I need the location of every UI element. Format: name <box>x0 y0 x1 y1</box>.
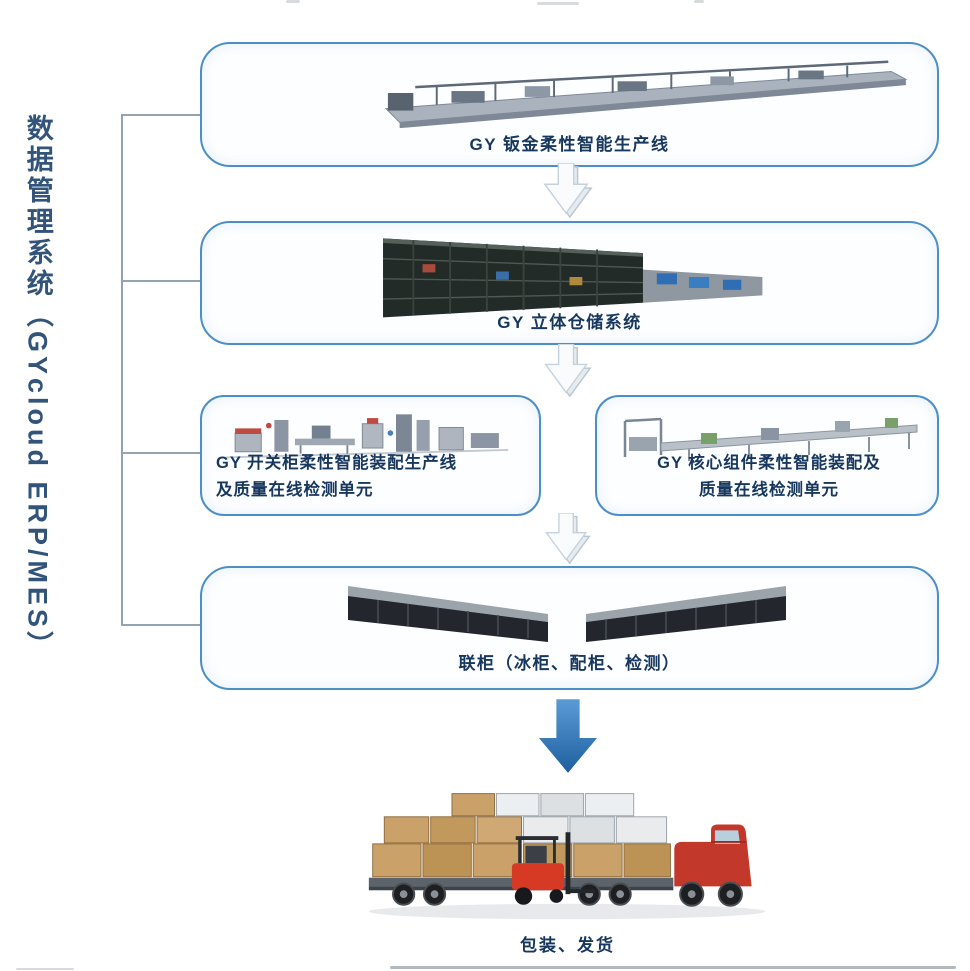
scan-artifact <box>390 966 956 969</box>
stage-label-core-line2: 质量在线检测单元 <box>699 481 839 499</box>
stage-label-cabinets: 联柜（冰柜、配柜、检测） <box>458 654 681 673</box>
stage-label-switchgear-line1: GY 开关柜柔性智能装配生产线 <box>216 454 458 472</box>
down-arrow-icon-3 <box>532 512 602 569</box>
connector-line-to-assembly <box>121 452 200 454</box>
connector-line-to-cabinets <box>121 624 200 626</box>
scan-artifact <box>694 0 704 3</box>
data-management-system-title: 数据管理系统（GYcloud ERP/MES） <box>22 114 53 663</box>
stage-label-switchgear: GY 开关柜柔性智能装配生产线 及质量在线检测单元 <box>216 450 529 504</box>
packing-shipping-truck-image <box>352 782 782 927</box>
stage-box-warehouse: GY 立体仓储系统 <box>200 221 939 345</box>
stage-label-switchgear-line2: 及质量在线检测单元 <box>216 481 374 499</box>
connector-line-to-sheet-metal <box>121 114 200 116</box>
core-components-line-image <box>623 417 918 461</box>
stage-label-warehouse: GY 立体仓储系统 <box>497 313 642 332</box>
connector-line-to-warehouse <box>121 280 200 282</box>
sheet-metal-line-image <box>384 60 908 129</box>
stage-box-sheet-metal-line: GY 钣金柔性智能生产线 <box>200 42 939 167</box>
scan-artifact <box>537 2 579 5</box>
stage-label-sheet-metal: GY 钣金柔性智能生产线 <box>469 135 670 154</box>
down-arrow-icon-1 <box>532 162 602 219</box>
stage-label-core-line1: GY 核心组件柔性智能装配及 <box>657 454 881 472</box>
stage-box-core-components: GY 核心组件柔性智能装配及 质量在线检测单元 <box>595 395 939 516</box>
scan-artifact <box>16 968 74 970</box>
switchgear-assembly-image <box>225 414 509 459</box>
forklift <box>511 832 596 905</box>
blue-down-arrow-icon <box>537 699 599 773</box>
connector-line-vertical <box>121 114 123 626</box>
stage-box-combined-cabinets: 联柜（冰柜、配柜、检测） <box>200 566 939 690</box>
warehouse-image <box>382 238 763 318</box>
stage-label-core-components: GY 核心组件柔性智能装配及 质量在线检测单元 <box>611 450 927 504</box>
combined-cabinets-image <box>348 586 786 642</box>
scan-artifact <box>286 0 300 3</box>
down-arrow-icon-2 <box>532 343 602 400</box>
packing-shipping-caption: 包装、发货 <box>520 936 615 955</box>
stage-box-switchgear-assembly: GY 开关柜柔性智能装配生产线 及质量在线检测单元 <box>200 395 541 516</box>
